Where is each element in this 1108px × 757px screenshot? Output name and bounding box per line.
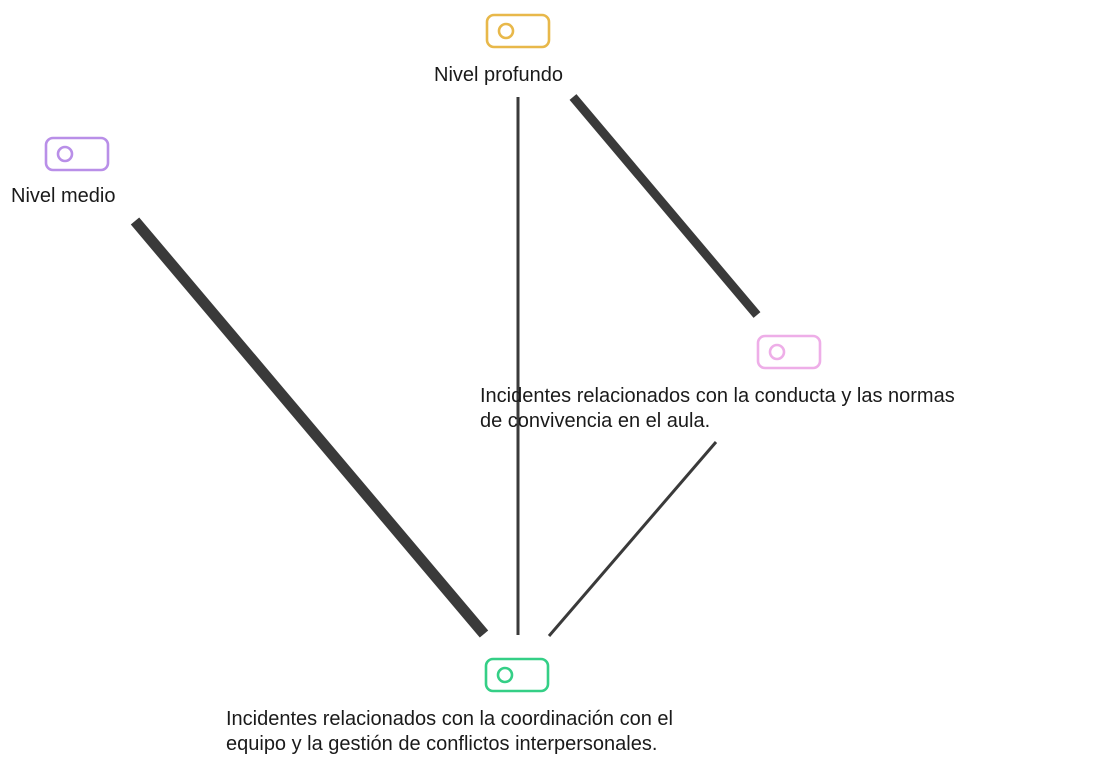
node-label-conducta: Incidentes relacionados con la conducta … xyxy=(480,385,955,432)
node-label-coordinacion: Incidentes relacionados con la coordinac… xyxy=(226,708,673,755)
toggle-icon[interactable] xyxy=(44,136,110,172)
node-label-nivel-profundo: Nivel profundo xyxy=(434,64,563,86)
edge-conducta-to-coordinacion xyxy=(547,441,718,637)
node-label-nivel-medio: Nivel medio xyxy=(11,185,116,207)
toggle-icon[interactable] xyxy=(485,13,551,49)
edge-nivel-medio-to-coordinacion xyxy=(130,217,489,638)
toggle-icon[interactable] xyxy=(756,334,822,370)
edge-nivel-profundo-to-conducta xyxy=(569,94,761,318)
toggle-icon[interactable] xyxy=(484,657,550,693)
